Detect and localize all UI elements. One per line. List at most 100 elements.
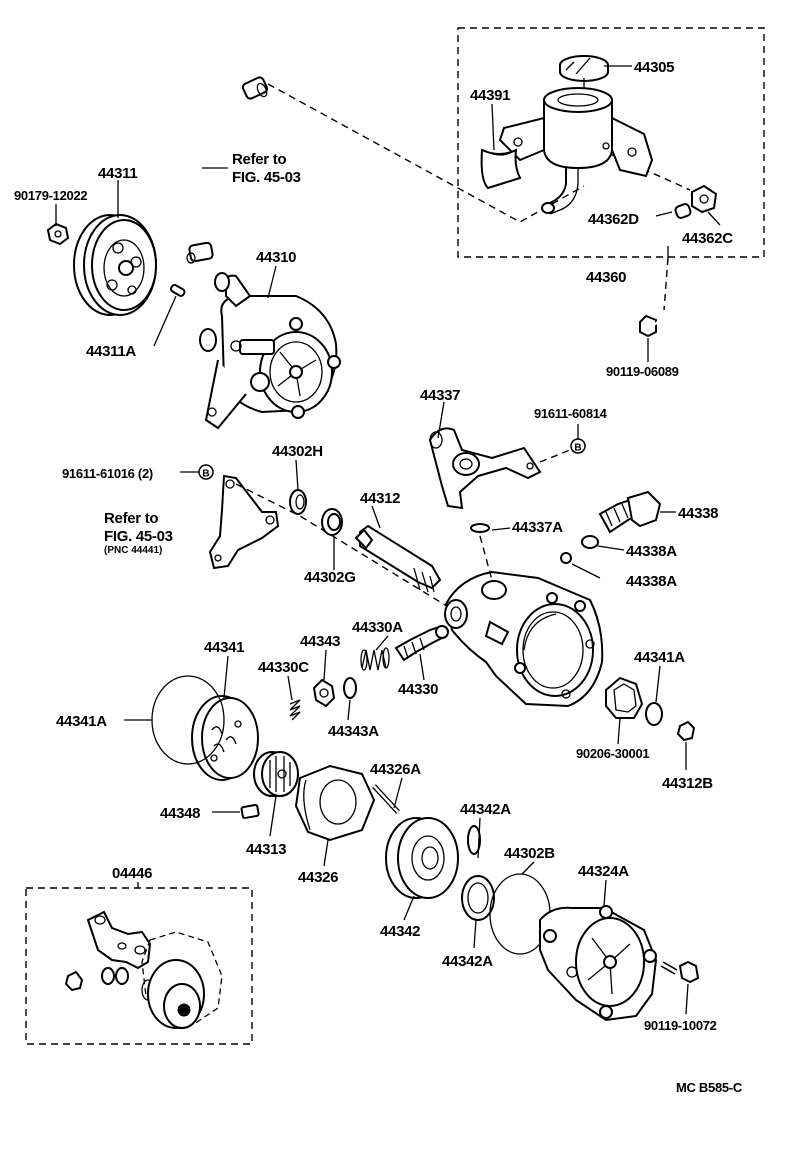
label-44330c: 44330C	[258, 659, 309, 676]
label-44310: 44310	[256, 249, 296, 266]
label-04446: 04446	[112, 865, 152, 882]
rear-cover-part	[539, 905, 658, 1022]
label-44348: 44348	[160, 805, 200, 822]
label-91611-60814: 91611-60814	[534, 406, 608, 421]
label-44343a: 44343A	[328, 723, 379, 740]
relief-valve-part	[312, 678, 336, 708]
pump-shaft-part	[354, 524, 442, 593]
label-44311: 44311	[98, 165, 137, 182]
label-44343: 44343	[300, 633, 340, 650]
label-44330: 44330	[398, 681, 438, 698]
pump-assembly-part	[199, 272, 341, 430]
label-fig-45-03-1: FIG. 45-03	[232, 169, 301, 186]
woodruff-key-part	[170, 284, 186, 297]
gasket-kit-box	[25, 887, 253, 1045]
label-44305: 44305	[634, 59, 674, 76]
label-44330a: 44330A	[352, 619, 403, 636]
oring-44342a-upper-part	[467, 825, 481, 855]
reservoir-assembly-box	[457, 27, 765, 258]
rotor-part	[253, 751, 299, 797]
oring-44341a-right-part	[645, 702, 663, 726]
cam-ring-part	[294, 764, 376, 842]
label-refer-to-2: Refer to	[104, 510, 158, 527]
label-fig-45-03-2: FIG. 45-03	[104, 528, 173, 545]
label-44342a-2: 44342A	[442, 953, 493, 970]
oring-44342a-lower-part	[461, 875, 495, 921]
bolt-marker-icon: B	[570, 438, 586, 454]
union-fitting-part	[598, 490, 662, 534]
spacer-90206-part	[605, 676, 644, 719]
label-44312: 44312	[360, 490, 400, 507]
label-90206-30001: 90206-30001	[576, 746, 649, 761]
part-labels: 44305 44391 44362D 44362C 44360 90119-06…	[14, 59, 743, 1095]
label-44362c: 44362C	[682, 230, 733, 247]
label-44302g: 44302G	[304, 569, 356, 586]
label-44360: 44360	[586, 269, 626, 286]
oring-44338a-1-part	[581, 535, 599, 549]
adjusting-bar-dashline	[235, 483, 451, 609]
suction-hose-part	[175, 76, 269, 264]
bearing-g-part	[321, 508, 343, 536]
label-44311a: 44311A	[86, 343, 136, 360]
bolt-06089-dashline	[663, 257, 669, 311]
bolt-10072-part	[660, 960, 700, 984]
spring-44330a-part	[360, 647, 390, 671]
label-44324a: 44324A	[578, 863, 629, 880]
bracket-bolt-dashline	[539, 449, 571, 463]
label-90119-10072: 90119-10072	[644, 1018, 717, 1033]
label-91611-61016: 91611-61016 (2)	[62, 466, 153, 481]
oring-44343a-part	[343, 677, 357, 699]
pulley-nut-part	[46, 222, 70, 246]
label-44302h: 44302H	[272, 443, 323, 460]
label-44342: 44342	[380, 923, 420, 940]
nut-44312b-part	[676, 720, 696, 742]
oring-44338a-2-part	[560, 552, 572, 564]
oring-44337a-part	[470, 523, 490, 533]
bolt-06089-part	[639, 314, 665, 338]
gasket-kit-parts	[64, 910, 223, 1029]
pump-housing-part	[444, 570, 604, 708]
leader-lines	[55, 65, 721, 1015]
label-44362d: 44362D	[588, 211, 639, 228]
spring-44330c-part	[289, 699, 301, 721]
label-44326a: 44326A	[370, 761, 421, 778]
vane-part	[240, 804, 260, 819]
label-pnc-44441: (PNC 44441)	[104, 545, 162, 556]
label-44326: 44326	[298, 869, 338, 886]
reservoir-tank-part	[498, 87, 654, 215]
bolt-marker-icon: B	[198, 464, 214, 480]
label-44341: 44341	[204, 639, 244, 656]
label-44337: 44337	[420, 387, 460, 404]
label-90119-06089: 90119-06089	[606, 364, 679, 379]
pressure-plate-part	[385, 817, 459, 899]
reservoir-link-dashline	[267, 83, 585, 223]
label-44342a-1: 44342A	[460, 801, 511, 818]
label-44341a-1: 44341A	[634, 649, 685, 666]
label-90179-12022: 90179-12022	[14, 188, 87, 203]
pump-oring-dashline	[479, 535, 493, 581]
label-44338: 44338	[678, 505, 718, 522]
label-44337a: 44337A	[512, 519, 563, 536]
label-refer-to-1: Refer to	[232, 151, 286, 168]
oil-seal-h-part	[289, 489, 307, 515]
svg-text:B: B	[202, 469, 209, 480]
label-44341a-2: 44341A	[56, 713, 107, 730]
reservoir-cap-part	[559, 55, 609, 92]
pump-bracket-part	[428, 427, 542, 510]
label-44312b: 44312B	[662, 775, 713, 792]
adjusting-bar-part	[208, 474, 280, 570]
cap-nut-part	[691, 184, 718, 214]
label-44338a-1: 44338A	[626, 543, 677, 560]
svg-text:B: B	[574, 443, 581, 454]
label-44313: 44313	[246, 841, 286, 858]
pulley-part	[73, 214, 157, 316]
label-44391: 44391	[470, 87, 510, 104]
label-44302b: 44302B	[504, 845, 555, 862]
filter-ring-part	[674, 203, 692, 219]
side-plate-part	[191, 695, 259, 781]
footer-code: MC B585-C	[676, 1080, 743, 1095]
reservoir-clamp-part	[480, 148, 522, 190]
label-44338a-2: 44338A	[626, 573, 677, 590]
flow-control-valve-part	[394, 624, 449, 662]
